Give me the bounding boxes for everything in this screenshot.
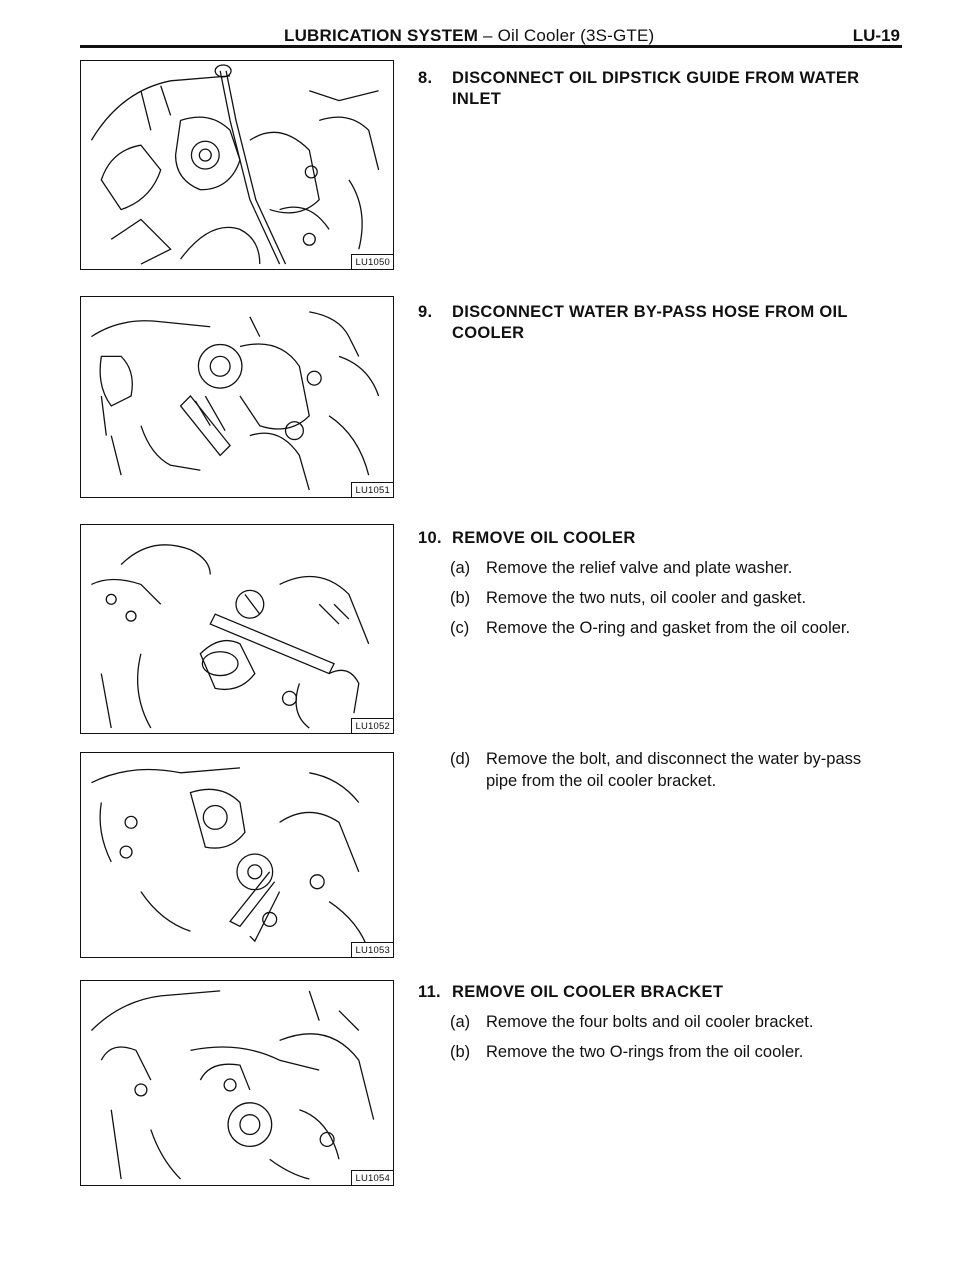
substep: (b) Remove the two nuts, oil cooler and … bbox=[450, 587, 908, 609]
step-heading: 11. REMOVE OIL COOLER BRACKET bbox=[418, 982, 908, 1003]
substep-letter: (b) bbox=[450, 1043, 471, 1061]
page-number: LU-19 bbox=[852, 26, 900, 45]
step-number: 10. bbox=[418, 529, 442, 547]
step-8: 8. DISCONNECT OIL DIPSTICK GUIDE FROM WA… bbox=[418, 68, 908, 110]
header-rule bbox=[80, 45, 902, 48]
engine-illustration bbox=[91, 544, 370, 729]
figure-code: LU1051 bbox=[350, 482, 393, 497]
step-10-continued: (d) Remove the bolt, and disconnect the … bbox=[418, 748, 908, 792]
step-title: REMOVE OIL COOLER BRACKET bbox=[452, 983, 724, 1001]
figure-remove-oil-cooler: LU1052 bbox=[80, 524, 394, 734]
substep-text: Remove the two nuts, oil cooler and gask… bbox=[486, 589, 807, 607]
figure-code: LU1054 bbox=[350, 1170, 393, 1185]
substep-text: Remove the two O-rings from the oil cool… bbox=[486, 1043, 804, 1061]
substep-text: Remove the O-ring and gasket from the oi… bbox=[486, 619, 851, 637]
substep-letter: (b) bbox=[450, 589, 471, 607]
figure-bypass-hose: LU1051 bbox=[80, 296, 394, 498]
step-title: REMOVE OIL COOLER bbox=[452, 529, 636, 547]
header-subsection: Oil Cooler (3S-GTE) bbox=[497, 26, 655, 45]
substep-letter: (a) bbox=[450, 1013, 471, 1031]
step-title: DISCONNECT WATER BY-PASS HOSE FROM OIL C… bbox=[452, 303, 848, 342]
step-9: 9. DISCONNECT WATER BY-PASS HOSE FROM OI… bbox=[418, 302, 908, 344]
page-header: LUBRICATION SYSTEM – Oil Cooler (3S-GTE)… bbox=[80, 22, 902, 52]
header-section: LUBRICATION SYSTEM bbox=[284, 26, 479, 45]
step-11: 11. REMOVE OIL COOLER BRACKET (a) Remove… bbox=[418, 982, 908, 1063]
step-10: 10. REMOVE OIL COOLER (a) Remove the rel… bbox=[418, 528, 908, 639]
step-number: 8. bbox=[418, 69, 433, 87]
engine-illustration bbox=[91, 767, 370, 952]
substep: (b) Remove the two O-rings from the oil … bbox=[450, 1041, 908, 1063]
figure-code: LU1052 bbox=[350, 718, 393, 733]
substep-text: Remove the four bolts and oil cooler bra… bbox=[486, 1013, 814, 1031]
step-heading: 10. REMOVE OIL COOLER bbox=[418, 528, 908, 549]
substep: (d) Remove the bolt, and disconnect the … bbox=[450, 748, 908, 792]
substep: (a) Remove the four bolts and oil cooler… bbox=[450, 1011, 908, 1033]
substep-text: Remove the relief valve and plate washer… bbox=[486, 559, 793, 577]
step-heading: 8. DISCONNECT OIL DIPSTICK GUIDE FROM WA… bbox=[418, 68, 908, 110]
header-title: LUBRICATION SYSTEM – Oil Cooler (3S-GTE) bbox=[284, 26, 654, 46]
engine-illustration bbox=[90, 990, 375, 1180]
substep-text: Remove the bolt, and disconnect the wate… bbox=[486, 750, 862, 790]
engine-illustration bbox=[90, 64, 380, 265]
substep: (c) Remove the O-ring and gasket from th… bbox=[450, 617, 908, 639]
step-number: 9. bbox=[418, 303, 433, 321]
figure-oil-cooler-bracket: LU1054 bbox=[80, 980, 394, 1186]
substep-letter: (a) bbox=[450, 559, 471, 577]
substep-letter: (c) bbox=[450, 619, 470, 637]
figure-code: LU1053 bbox=[350, 942, 393, 957]
step-number: 11. bbox=[418, 983, 441, 1001]
header-separator: – bbox=[478, 26, 498, 45]
substep-letter: (d) bbox=[450, 750, 471, 768]
figure-code: LU1050 bbox=[350, 254, 393, 269]
figure-dipstick-guide: LU1050 bbox=[80, 60, 394, 270]
step-title: DISCONNECT OIL DIPSTICK GUIDE FROM WATER… bbox=[452, 69, 860, 108]
substep: (a) Remove the relief valve and plate wa… bbox=[450, 557, 908, 579]
figure-bypass-pipe: LU1053 bbox=[80, 752, 394, 958]
engine-illustration bbox=[91, 311, 380, 491]
step-heading: 9. DISCONNECT WATER BY-PASS HOSE FROM OI… bbox=[418, 302, 908, 344]
